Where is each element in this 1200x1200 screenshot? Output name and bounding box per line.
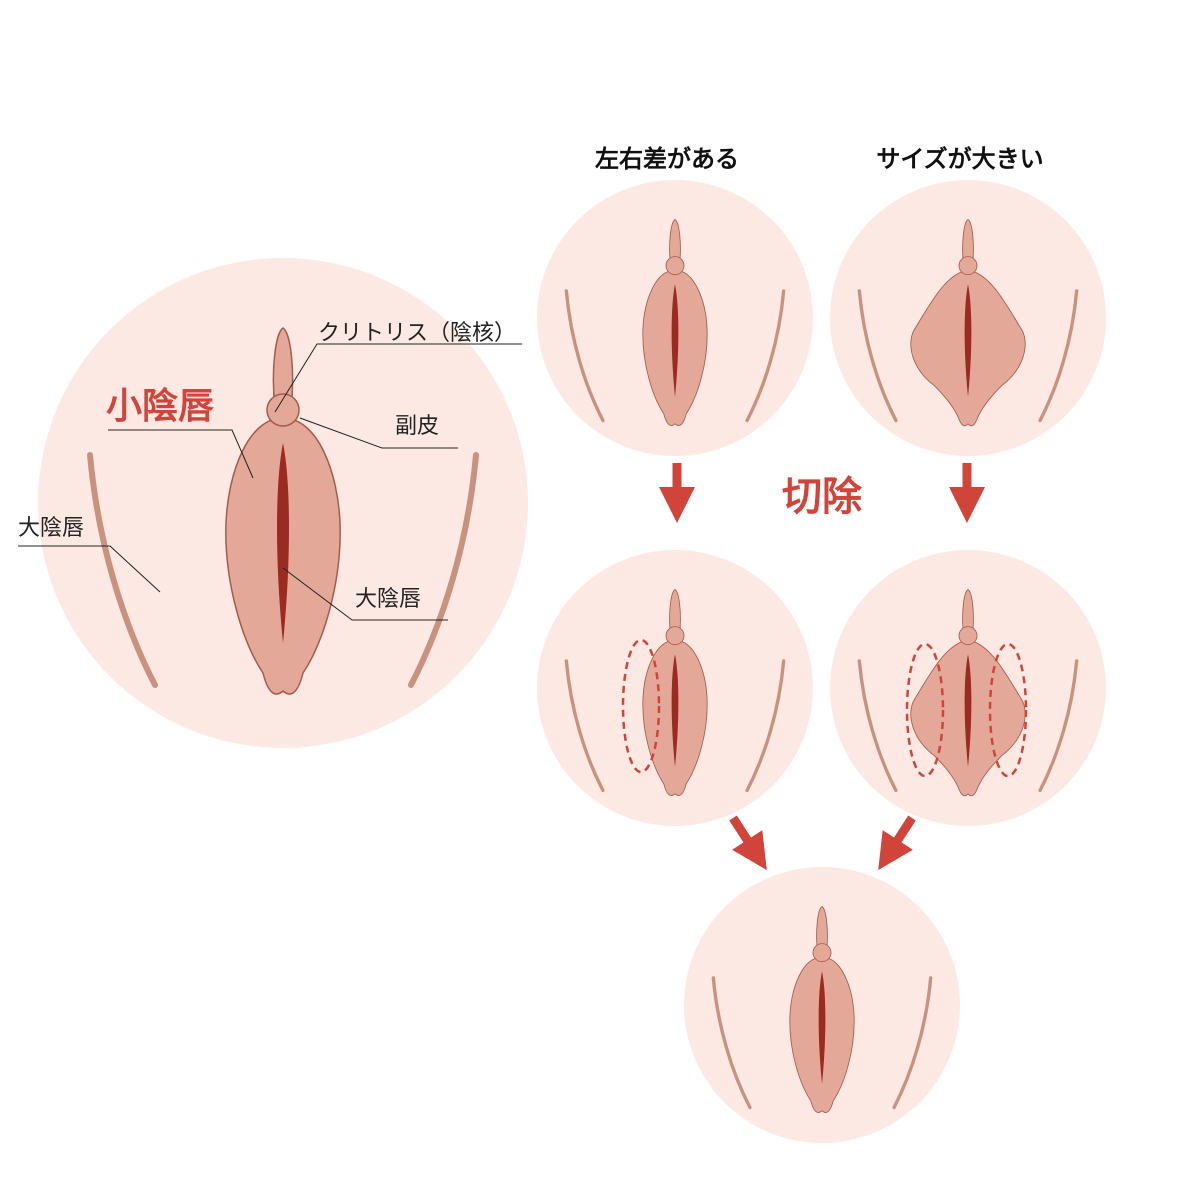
label-labia-minora: 小陰唇 [106,386,214,427]
label-labia-majora-left: 大陰唇 [18,516,84,541]
excision-asymmetric [537,550,813,826]
before-asymmetric [537,180,813,456]
heading-asymmetric: 左右差がある [595,145,739,173]
arrow-diagonal-icon [878,815,916,871]
heading-excision: 切除 [782,474,863,520]
excision-outline [621,638,661,774]
arrow-diagonal-icon [729,815,767,871]
main-anatomy-figure: クリトリス（陰核） 副皮 小陰唇 大陰唇 大陰唇 [18,258,528,748]
leader-line-labia-majora-left [18,545,161,593]
before-large [830,180,1106,456]
excision-outline [905,642,945,778]
leader-line-clitoris [274,343,522,413]
label-labia-majora-right: 大陰唇 [355,587,421,612]
heading-large: サイズが大きい [876,145,1043,173]
leader-line-prepuce [299,417,458,449]
result-figure [684,867,960,1143]
leader-line-labia-minora [108,429,254,479]
leader-line-labia-majora-right [282,567,448,621]
excision-outline [988,642,1028,778]
label-clitoris: クリトリス（陰核） [318,321,516,346]
excision-large [830,550,1106,826]
label-prepuce: 副皮 [395,414,439,439]
